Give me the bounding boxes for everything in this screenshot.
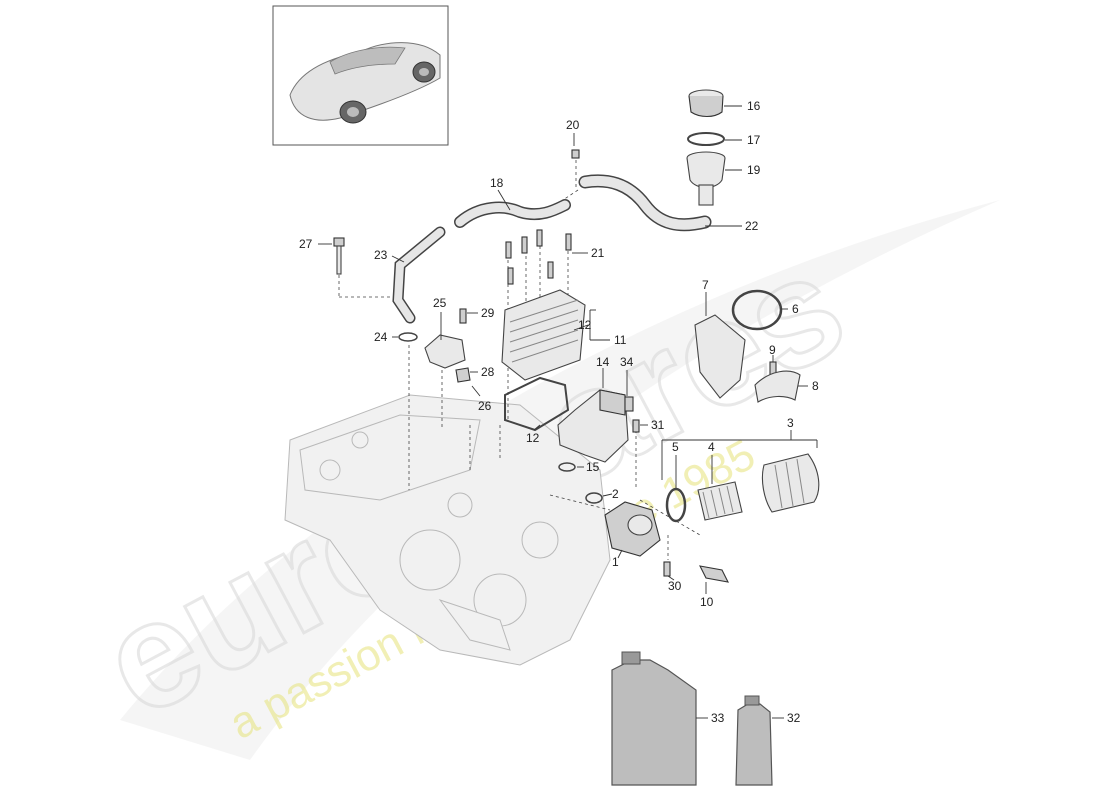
callout-32: 32 bbox=[787, 711, 801, 725]
callout-10: 10 bbox=[700, 595, 714, 609]
part-gasket-6 bbox=[731, 289, 783, 331]
part-o-ring-24 bbox=[398, 332, 418, 342]
part-o-ring-5 bbox=[665, 487, 687, 523]
callout-34: 34 bbox=[620, 355, 634, 369]
callout-28: 28 bbox=[481, 365, 495, 379]
part-bracket-8 bbox=[754, 370, 801, 403]
part-filter-cover-3 bbox=[761, 453, 820, 513]
callout-14: 14 bbox=[596, 355, 610, 369]
callout-21: 21 bbox=[591, 246, 605, 260]
part-oil-filler-cap bbox=[688, 89, 724, 118]
part-oil-jug-33 bbox=[611, 651, 697, 786]
part-sensor-10 bbox=[699, 565, 729, 583]
callout-22: 22 bbox=[745, 219, 759, 233]
callout-16: 16 bbox=[747, 99, 761, 113]
part-oil-cooler bbox=[501, 289, 586, 381]
callout-30: 30 bbox=[668, 579, 682, 593]
callout-1: 1 bbox=[612, 555, 619, 569]
part-31 bbox=[632, 419, 640, 433]
callout-5: 5 bbox=[672, 440, 679, 454]
part-gasket-12 bbox=[504, 376, 570, 432]
callout-8: 8 bbox=[812, 379, 819, 393]
callout-12-lower: 12 bbox=[526, 431, 540, 445]
callout-19: 19 bbox=[747, 163, 761, 177]
callouts: 16 17 19 22 20 18 21 27 23 24 25 29 28 2… bbox=[299, 99, 819, 725]
callout-17: 17 bbox=[747, 133, 761, 147]
part-bolt-20 bbox=[571, 149, 580, 159]
engine-block bbox=[284, 394, 611, 666]
callout-12-upper: 12 bbox=[578, 318, 592, 332]
callout-31: 31 bbox=[651, 418, 665, 432]
callout-4: 4 bbox=[708, 440, 715, 454]
callout-6: 6 bbox=[792, 302, 799, 316]
part-screw-30 bbox=[663, 561, 671, 577]
part-filter-element-4 bbox=[697, 481, 743, 521]
callout-18: 18 bbox=[490, 176, 504, 190]
callout-23: 23 bbox=[374, 248, 388, 262]
callout-3: 3 bbox=[787, 416, 794, 430]
callout-27: 27 bbox=[299, 237, 313, 251]
part-seal-2 bbox=[585, 492, 603, 504]
part-studs-21 bbox=[505, 229, 572, 285]
callout-24: 24 bbox=[374, 330, 388, 344]
callout-2: 2 bbox=[612, 487, 619, 501]
part-clip-28 bbox=[455, 367, 471, 383]
parts bbox=[333, 89, 820, 786]
part-filler-neck bbox=[686, 151, 726, 206]
part-oil-pump-1 bbox=[604, 501, 661, 557]
part-oil-bottle-32 bbox=[735, 695, 773, 786]
part-bolt-27 bbox=[333, 237, 345, 275]
part-cover-7 bbox=[694, 314, 746, 399]
part-seal-15 bbox=[558, 462, 576, 472]
car-thumbnail bbox=[272, 5, 449, 146]
callout-33: 33 bbox=[711, 711, 725, 725]
part-seal-ring-17 bbox=[687, 132, 725, 146]
part-bracket-25 bbox=[424, 334, 466, 369]
callout-29: 29 bbox=[481, 306, 495, 320]
callout-25: 25 bbox=[433, 296, 447, 310]
part-34 bbox=[624, 396, 634, 412]
callout-20: 20 bbox=[566, 118, 580, 132]
callout-26: 26 bbox=[478, 399, 492, 413]
leader-lines bbox=[318, 105, 818, 719]
callout-11: 11 bbox=[614, 333, 627, 347]
callout-15: 15 bbox=[586, 460, 600, 474]
callout-9: 9 bbox=[769, 343, 776, 357]
callout-7: 7 bbox=[702, 278, 709, 292]
part-oil-filter-housing-14 bbox=[557, 389, 629, 463]
part-screw-29 bbox=[459, 308, 467, 324]
